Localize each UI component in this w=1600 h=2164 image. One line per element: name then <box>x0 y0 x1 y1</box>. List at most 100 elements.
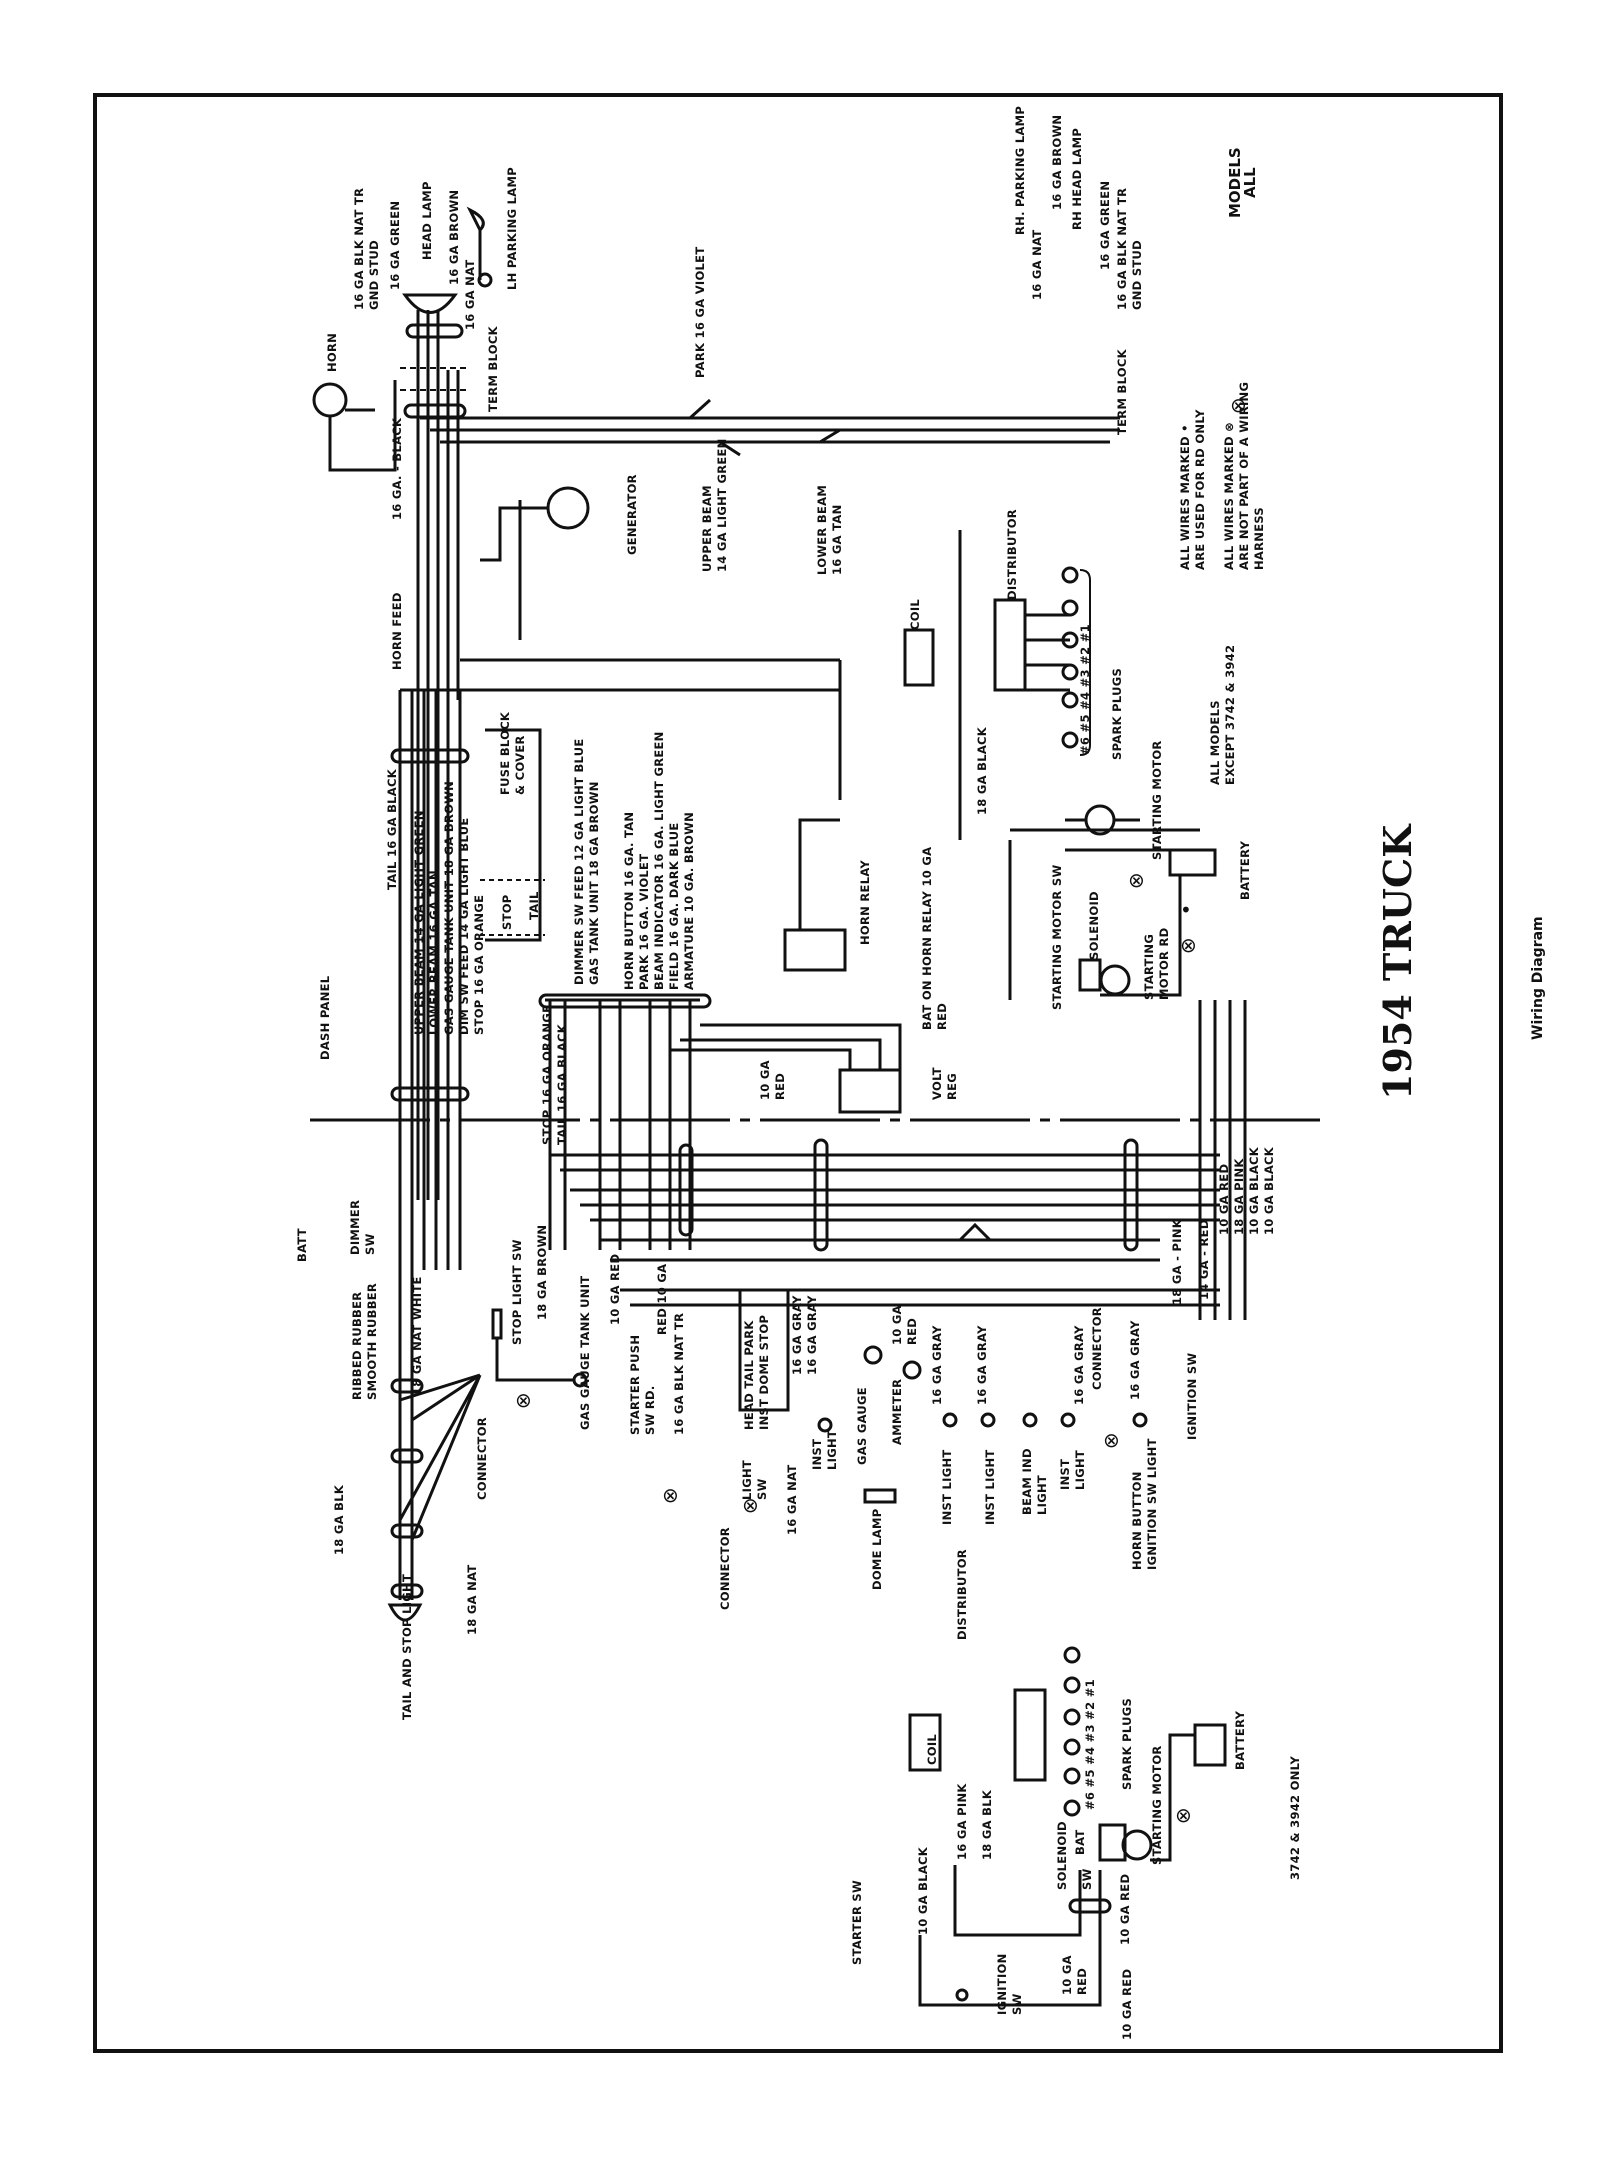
label-b-ignition: IGNITION SW <box>995 1953 1024 2015</box>
label-nat-white: 18 GA NAT WHITE <box>410 1276 424 1395</box>
generator-symbol <box>480 486 590 640</box>
label-b-starter-sw: STARTER SW <box>850 1880 864 1965</box>
front-harness <box>420 398 1120 457</box>
label-red-10-b: RED 10 GA <box>655 1263 669 1335</box>
label-rh-gnd: 16 GA BLK NAT TR GND STUD <box>1115 187 1144 310</box>
label-inst-light-4: INST LIGHT <box>1058 1449 1087 1490</box>
instrument-lamps <box>738 1288 1148 1504</box>
label-b-starting-motor: STARTING MOTOR <box>1150 1745 1164 1865</box>
label-lh-term-block: TERM BLOCK <box>486 326 500 412</box>
label-inst-light-1: INST LIGHT <box>810 1429 839 1470</box>
label-starter-push: STARTER PUSH SW RD. <box>628 1334 657 1435</box>
dash-bundle-wires <box>390 658 842 1270</box>
not-harness-marker-icon: ⊗ <box>1175 1803 1192 1827</box>
label-battery: BATTERY <box>1238 840 1252 900</box>
label-b-distributor: DISTRIBUTOR <box>955 1549 969 1640</box>
label-dome-lamp: DOME LAMP <box>870 1508 884 1590</box>
label-stop-light-sw: STOP LIGHT SW <box>510 1239 524 1345</box>
label-b-sw: SW <box>1080 1868 1094 1890</box>
label-gray-4: 16 GA GRAY <box>1128 1320 1142 1400</box>
middle-bundle-wires <box>538 818 902 1250</box>
label-tail-black: TAIL 16 GA BLACK <box>385 769 399 890</box>
label-dimmer-feed: DIMMER SW FEED 12 GA LIGHT BLUE GAS TANK… <box>572 738 601 985</box>
label-red-14: 14 GA - RED <box>1197 1219 1211 1300</box>
label-rh-brown: 16 GA BROWN <box>1050 114 1064 210</box>
label-ammeter: AMMETER <box>890 1378 904 1445</box>
label-b-solenoid: SOLENOID <box>1055 1821 1069 1890</box>
not-harness-marker-icon: ⊗ <box>515 1388 532 1412</box>
not-harness-marker-icon: ⊗ <box>1180 933 1197 957</box>
bottom-engine-assembly <box>908 1646 1227 2007</box>
label-b-red-b: 10 GA RED <box>1118 1873 1132 1945</box>
label-stop: STOP <box>500 894 514 930</box>
engine-feed-wires <box>958 530 1247 1320</box>
label-tail: TAIL <box>527 891 541 920</box>
label-ammeter-red: 10 GA RED <box>890 1305 919 1345</box>
label-red-10: 10 GA RED <box>608 1253 622 1325</box>
note-rd-only: ALL WIRES MARKED • ARE USED FOR RD ONLY <box>1178 409 1207 570</box>
label-dimmer-sw: DIMMER SW <box>348 1199 377 1255</box>
label-generator: GENERATOR <box>625 474 639 555</box>
label-light-sw-box: HEAD TAIL PARK INST DOME STOP <box>742 1314 771 1430</box>
label-b-pink: 16 GA PINK <box>955 1783 969 1860</box>
models-label: MODELS ALL <box>1226 147 1259 218</box>
label-brown-18: 18 GA BROWN <box>535 1224 549 1320</box>
label-b-plug-numbers: #6 #5 #4 #3 #2 #1 <box>1083 1679 1097 1810</box>
label-b-battery: BATTERY <box>1233 1710 1247 1770</box>
label-coil: COIL <box>908 598 922 630</box>
label-dash-bundle: UPPER BEAM 14 GA LIGHT GREEN LOWER BEAM … <box>412 780 486 1035</box>
label-starting-motor-rd: STARTING MOTOR RD <box>1142 927 1171 1000</box>
label-horn-black: 16 GA. - BLACK <box>390 417 404 520</box>
label-batt: BATT <box>295 1228 309 1262</box>
label-b-blk: 18 GA BLK <box>980 1789 994 1860</box>
label-gray-1: 16 GA GRAY <box>930 1325 944 1405</box>
label-gray-pair: 16 GA GRAY 16 GA GRAY <box>790 1295 819 1375</box>
section-all-except: ALL MODELS EXCEPT 3742 & 3942 <box>1208 644 1237 785</box>
label-lh-brown: 16 GA BROWN <box>447 189 461 285</box>
label-inst-light-3: INST LIGHT <box>983 1449 997 1525</box>
label-beam-ind: BEAM IND LIGHT <box>1020 1448 1049 1515</box>
not-harness-marker-icon: ⊗ <box>1103 1428 1120 1452</box>
label-black-18: 18 GA BLACK <box>975 727 989 815</box>
label-rh-term-block: TERM BLOCK <box>1115 349 1129 435</box>
label-horn-relay: HORN RELAY <box>858 859 872 945</box>
label-inst-light-2: INST LIGHT <box>940 1449 954 1525</box>
label-lh-parking: LH PARKING LAMP <box>505 167 519 290</box>
label-rh-green: 16 GA GREEN <box>1098 180 1112 270</box>
label-gray-3: 16 GA GRAY <box>1072 1325 1086 1405</box>
label-horn-feed: HORN FEED <box>390 592 404 670</box>
label-rh-nat: 16 GA NAT <box>1030 229 1044 300</box>
label-dash-panel: DASH PANEL <box>318 975 332 1060</box>
label-solenoid: SOLENOID <box>1087 891 1101 960</box>
section-only: 3742 & 3942 ONLY <box>1288 1755 1302 1880</box>
label-b-black: 10 GA BLACK <box>916 1847 930 1935</box>
label-gray-2: 16 GA GRAY <box>975 1325 989 1405</box>
label-gas-gauge-tank: GAS GAUGE TANK UNIT <box>578 1275 592 1430</box>
label-connector-right: CONNECTOR <box>1090 1307 1104 1390</box>
label-horn-button: HORN BUTTON IGNITION SW LIGHT <box>1130 1438 1159 1570</box>
not-harness-marker-icon: ⊗ <box>1128 868 1145 892</box>
label-b-coil: COIL <box>925 1733 939 1765</box>
diagram-title: 1954 TRUCK <box>1375 824 1420 1100</box>
horn-symbol <box>312 380 397 472</box>
label-spark-plugs: SPARK PLUGS <box>1110 667 1124 760</box>
label-ignition-sw: IGNITION SW <box>1185 1352 1199 1440</box>
label-gas-gauge: GAS GAUGE <box>855 1387 869 1465</box>
label-lh-gnd: 16 GA BLK NAT TR GND STUD <box>352 187 381 310</box>
starting-motor-assembly <box>1065 804 1217 997</box>
label-blk-nat-tr: 16 GA BLK NAT TR <box>672 1312 686 1435</box>
label-b-red-c: 10 GA RED <box>1120 1968 1134 2040</box>
label-pink-18: 18 GA - PINK <box>1170 1219 1184 1305</box>
label-nat-16: 16 GA NAT <box>785 1464 799 1535</box>
label-park-violet: PARK 16 GA VIOLET <box>693 246 707 378</box>
label-b-bat: BAT <box>1073 1829 1087 1855</box>
label-nat-18: 18 GA NAT <box>465 1564 479 1635</box>
label-lh-nat: 16 GA NAT <box>463 259 477 330</box>
distributor-assembly <box>903 566 1091 756</box>
label-rh-head-lamp: RH HEAD LAMP <box>1070 127 1084 230</box>
not-harness-marker-icon: ⊗ <box>742 1493 759 1517</box>
label-bat-on-horn-relay: BAT ON HORN RELAY 10 GA RED <box>920 846 949 1030</box>
fuse-block <box>480 728 545 942</box>
label-right-bundle: 10 GA RED 18 GA PINK 10 GA BLACK 10 GA B… <box>1217 1147 1276 1235</box>
